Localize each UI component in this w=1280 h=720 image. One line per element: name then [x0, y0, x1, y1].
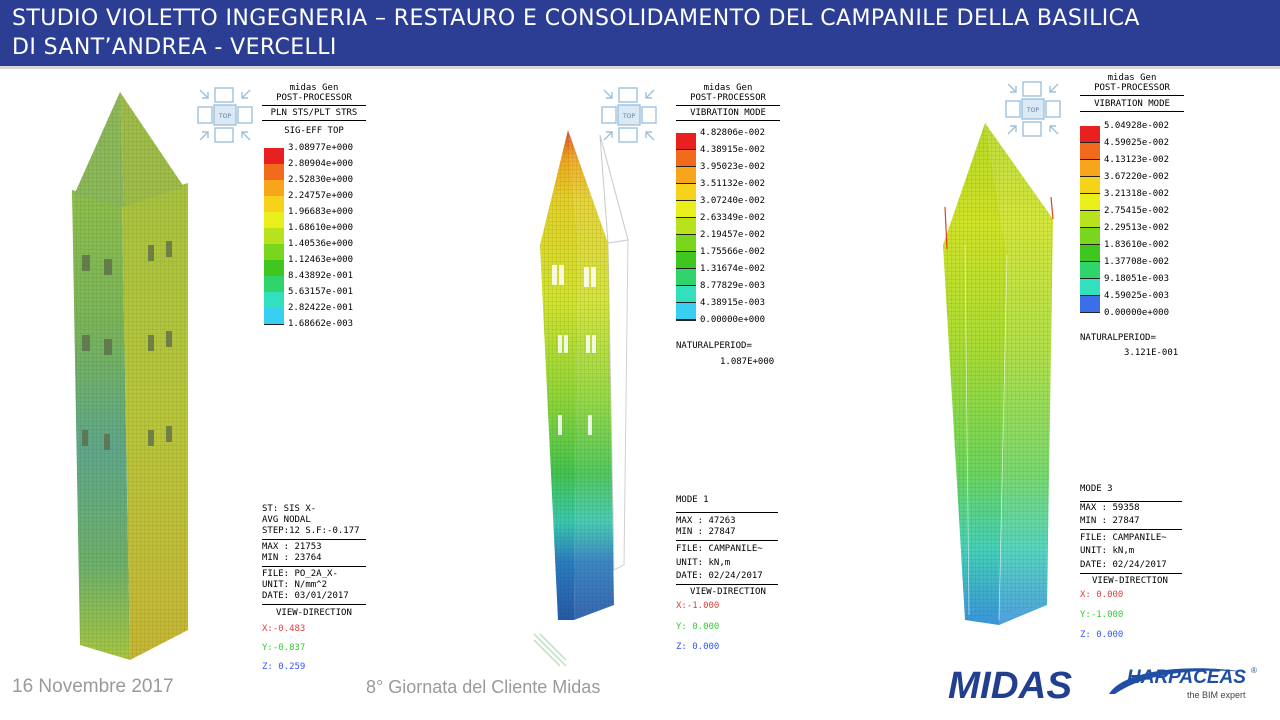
title-line-1: STUDIO VIOLETTO INGEGNERIA – RESTAURO E … [12, 6, 1140, 31]
harpaceas-logo: HARPACEAS ® the BIM expert [1105, 664, 1257, 708]
view-y: Y: 0.000 [676, 622, 720, 632]
legend-panel-mode-3: midas Gen POST-PROCESSOR VIBRATION MODE … [1080, 73, 1184, 653]
harpaceas-tagline: the BIM expert [1187, 690, 1246, 700]
base-axis-icon [533, 633, 567, 667]
view-y: Y:-1.000 [1080, 610, 1124, 620]
max-node: MAX : 59358 [1080, 503, 1140, 513]
harpaceas-registered: ® [1251, 666, 1257, 675]
averaging: AVG NODAL [262, 515, 311, 525]
view-cube-icon[interactable]: TOP [600, 86, 658, 144]
view-x: X: 0.000 [1080, 590, 1124, 600]
tower-model-stress [72, 92, 188, 660]
natural-period-label: NATURALPERIOD= [676, 341, 752, 351]
legend-panel-stress: midas Gen POST-PROCESSOR PLN STS/PLT STR… [262, 83, 366, 683]
module-name: POST-PROCESSOR [1094, 83, 1170, 93]
natural-period-label: NATURALPERIOD= [1080, 333, 1156, 343]
program-name: midas Gen [289, 83, 339, 93]
natural-period-value: 3.121E-001 [1124, 348, 1179, 358]
max-node: MAX : 47263 [676, 516, 736, 526]
title-line-2: DI SANT’ANDREA - VERCELLI [12, 35, 337, 60]
color-scale: 3.08977e+000 2.80904e+000 2.52830e+000 2… [264, 143, 368, 338]
mode-number: MODE 3 [1080, 484, 1113, 494]
date: DATE: 02/24/2017 [1080, 560, 1167, 570]
footer-event: 8° Giornata del Cliente Midas [366, 677, 601, 697]
view-x: X:-0.483 [262, 624, 306, 634]
module-name: POST-PROCESSOR [276, 93, 352, 103]
natural-period-value: 1.087E+000 [720, 357, 775, 367]
view-direction-label: VIEW-DIRECTION [276, 608, 352, 618]
file-name: FILE: PO_2A_X- [262, 569, 338, 579]
slide-header: STUDIO VIOLETTO INGEGNERIA – RESTAURO E … [0, 0, 1280, 66]
view-direction-label: VIEW-DIRECTION [690, 587, 766, 597]
view-cube-icon[interactable]: TOP [1004, 80, 1062, 138]
view-cube-icon[interactable]: TOP [196, 86, 254, 144]
header-divider [0, 66, 1280, 69]
file-name: FILE: CAMPANILE~ [1080, 533, 1167, 543]
midas-logo: MIDAS [948, 665, 1072, 706]
unit: UNIT: kN,m [676, 558, 731, 568]
color-scale: 4.82806e-002 4.38915e-002 3.95023e-002 3… [676, 128, 780, 333]
date: DATE: 02/24/2017 [676, 571, 763, 581]
date: DATE: 03/01/2017 [262, 591, 349, 601]
max-node: MAX : 21753 [262, 542, 322, 552]
view-cube-label: TOP [622, 113, 635, 120]
legend-panel-mode-1: midas Gen POST-PROCESSOR VIBRATION MODE … [676, 83, 780, 663]
harpaceas-name: HARPACEAS [1127, 667, 1246, 688]
color-scale: 5.04928e-002 4.59025e-002 4.13123e-002 3… [1080, 121, 1184, 326]
view-z: Z: 0.000 [1080, 630, 1124, 640]
tower-model-mode-1 [540, 130, 629, 620]
unit: UNIT: kN,m [1080, 546, 1135, 556]
tower-model-mode-3 [943, 123, 1054, 625]
unit: UNIT: N/mm^2 [262, 580, 328, 590]
step-scale: STEP:12 S.F:-0.177 [262, 526, 360, 536]
view-z: Z: 0.259 [262, 662, 306, 672]
view-cube-label: TOP [218, 113, 231, 120]
result-type: VIBRATION MODE [690, 108, 766, 118]
file-name: FILE: CAMPANILE~ [676, 544, 763, 554]
view-y: Y:-0.837 [262, 643, 306, 653]
program-name: midas Gen [703, 83, 753, 93]
min-node: MIN : 23764 [262, 553, 322, 563]
view-z: Z: 0.000 [676, 642, 720, 652]
result-type: PLN STS/PLT STRS [270, 108, 358, 118]
program-name: midas Gen [1107, 73, 1157, 83]
load-case: ST: SIS X- [262, 504, 317, 514]
slide-title: STUDIO VIOLETTO INGEGNERIA – RESTAURO E … [12, 4, 1272, 62]
view-x: X:-1.000 [676, 601, 720, 611]
mode-number: MODE 1 [676, 495, 709, 505]
svg-text:MIDAS: MIDAS [948, 665, 1072, 706]
view-direction-label: VIEW-DIRECTION [1092, 576, 1168, 586]
min-node: MIN : 27847 [1080, 516, 1140, 526]
footer-date: 16 Novembre 2017 [12, 676, 174, 697]
min-node: MIN : 27847 [676, 527, 736, 537]
result-type: VIBRATION MODE [1094, 99, 1170, 109]
view-cube-label: TOP [1026, 107, 1039, 114]
result-component: SIG-EFF TOP [284, 126, 344, 136]
module-name: POST-PROCESSOR [690, 93, 766, 103]
